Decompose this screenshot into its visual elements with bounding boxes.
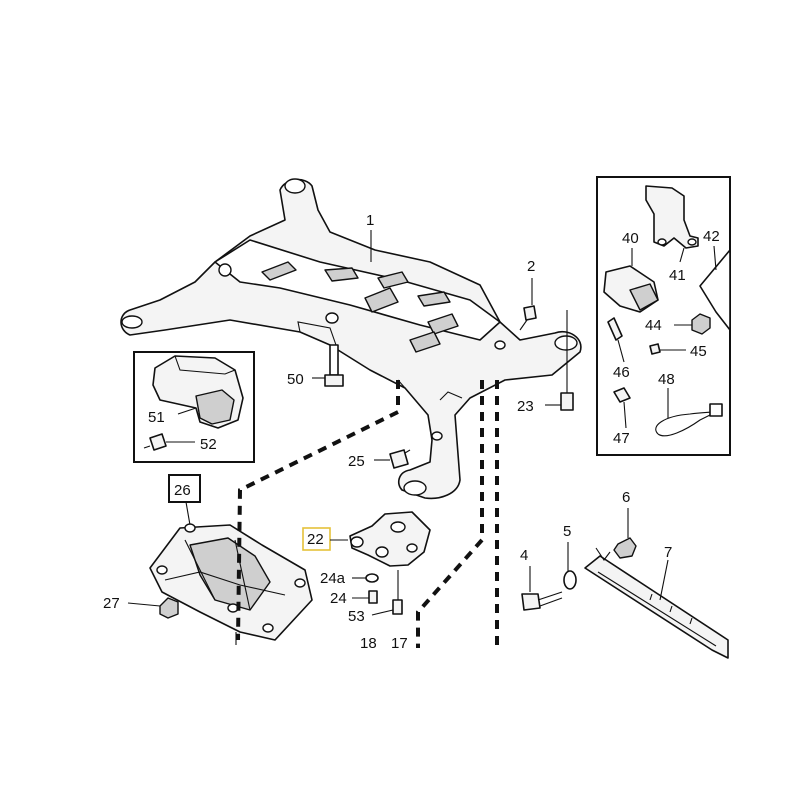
callout-1: 1 [366, 212, 374, 229]
screw-part-45[interactable] [649, 343, 661, 355]
callout-5: 5 [563, 523, 571, 540]
callout-24a: 24a [320, 570, 346, 587]
callout-52: 52 [200, 436, 217, 453]
callout-50: 50 [287, 371, 304, 388]
subframe-part-1[interactable] [120, 178, 582, 500]
callout-51: 51 [148, 409, 165, 426]
bolt-part-52[interactable] [143, 433, 167, 451]
callout-27: 27 [103, 595, 120, 612]
callout-42: 42 [703, 228, 720, 245]
clip-part-47[interactable] [613, 387, 631, 429]
callout-25: 25 [348, 453, 365, 470]
callout-26: 26 [174, 482, 191, 499]
callout-45: 45 [690, 343, 707, 360]
cable-tie-part-48[interactable] [655, 388, 723, 437]
callout-7: 7 [664, 544, 672, 561]
callout-40: 40 [622, 230, 639, 247]
callout-4: 4 [520, 547, 528, 564]
nut-part-27[interactable] [159, 597, 179, 619]
callout-23: 23 [517, 398, 534, 415]
sensor-part-40[interactable] [603, 265, 659, 313]
cover-part-42[interactable] [699, 249, 731, 331]
dashed-line-center [416, 380, 484, 648]
callout-46: 46 [613, 364, 630, 381]
bolt-part-4[interactable] [521, 566, 563, 611]
sensor-bracket-part-41[interactable] [645, 185, 699, 249]
callout-18: 18 [360, 635, 377, 652]
callout-48: 48 [658, 371, 675, 388]
bolt-part-53[interactable] [392, 570, 403, 615]
callout-47: 47 [613, 430, 630, 447]
nut-part-44[interactable] [691, 313, 711, 335]
callout-2: 2 [527, 258, 535, 275]
callout-53: 53 [348, 608, 365, 625]
rod-part-7[interactable] [584, 547, 729, 659]
bracket-part-22[interactable] [349, 511, 431, 567]
dashed-line-left [236, 380, 400, 641]
bolt-part-23[interactable] [560, 310, 574, 411]
callout-44: 44 [645, 317, 662, 334]
callout-6: 6 [622, 489, 630, 506]
washer-part-5[interactable] [563, 542, 577, 590]
clip-part-46[interactable] [607, 317, 625, 363]
callout-22-box [302, 527, 331, 551]
callout-17: 17 [391, 635, 408, 652]
rubber-mount-part-51[interactable] [152, 355, 244, 429]
mounting-bracket-part-26[interactable] [149, 523, 313, 645]
nut-part-6[interactable] [613, 508, 637, 559]
callout-22: 22 [307, 531, 324, 548]
callout-41: 41 [669, 267, 686, 284]
callout-26-box [168, 474, 201, 503]
bolt-part-50[interactable] [324, 344, 344, 387]
bolt-part-2[interactable] [519, 305, 537, 331]
bolt-part-25[interactable] [389, 449, 411, 469]
washer-part-24a[interactable] [365, 573, 379, 583]
bolt-part-24[interactable] [368, 590, 378, 604]
inset-box-mount [133, 351, 255, 463]
callout-24: 24 [330, 590, 347, 607]
